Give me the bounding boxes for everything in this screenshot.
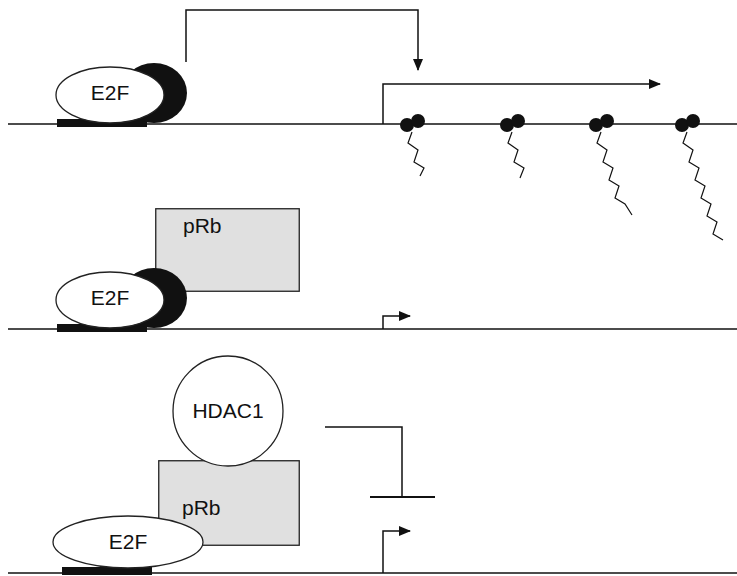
rna-transcript [408, 132, 723, 240]
protein-label: pRb [183, 214, 222, 237]
e2f-protein: E2F [52, 515, 204, 569]
protein-label: HDAC1 [192, 399, 263, 422]
protein-label: pRb [182, 496, 221, 519]
activation-arrow [186, 10, 418, 70]
promoter-arrow [383, 531, 410, 573]
protein-label: E2F [109, 530, 148, 553]
repression-bar [370, 496, 435, 498]
rna-polymerase [400, 114, 700, 132]
repression-line [325, 427, 402, 497]
hdac1-protein: HDAC1 [172, 355, 284, 467]
protein-label: E2F [91, 81, 130, 104]
promoter-arrow [383, 316, 410, 329]
e2f-protein: E2F [55, 267, 188, 329]
protein-label: E2F [91, 286, 130, 309]
e2f-protein: E2F [55, 62, 188, 124]
